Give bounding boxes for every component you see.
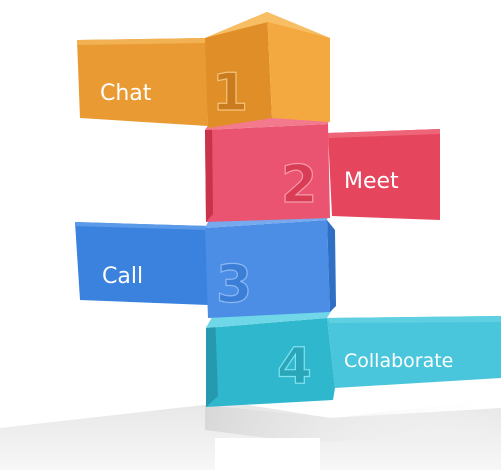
step-3-block: 3 Call	[75, 210, 336, 318]
floor-shadow	[0, 398, 501, 470]
step-2-label: Meet	[344, 169, 399, 194]
step-4-label: Collaborate	[344, 350, 453, 372]
step-2-block: 2 Meet	[205, 114, 440, 222]
step-4-number: 4	[277, 337, 312, 395]
step-3-number: 3	[216, 255, 252, 315]
step-1-block: 1 Chat	[77, 12, 330, 128]
step-2-number: 2	[281, 155, 317, 215]
step-3-label: Call	[102, 264, 143, 289]
step-1-label: Chat	[100, 81, 152, 106]
step-4-block: 4 Collaborate	[206, 308, 501, 407]
step-1-number: 1	[212, 63, 248, 123]
